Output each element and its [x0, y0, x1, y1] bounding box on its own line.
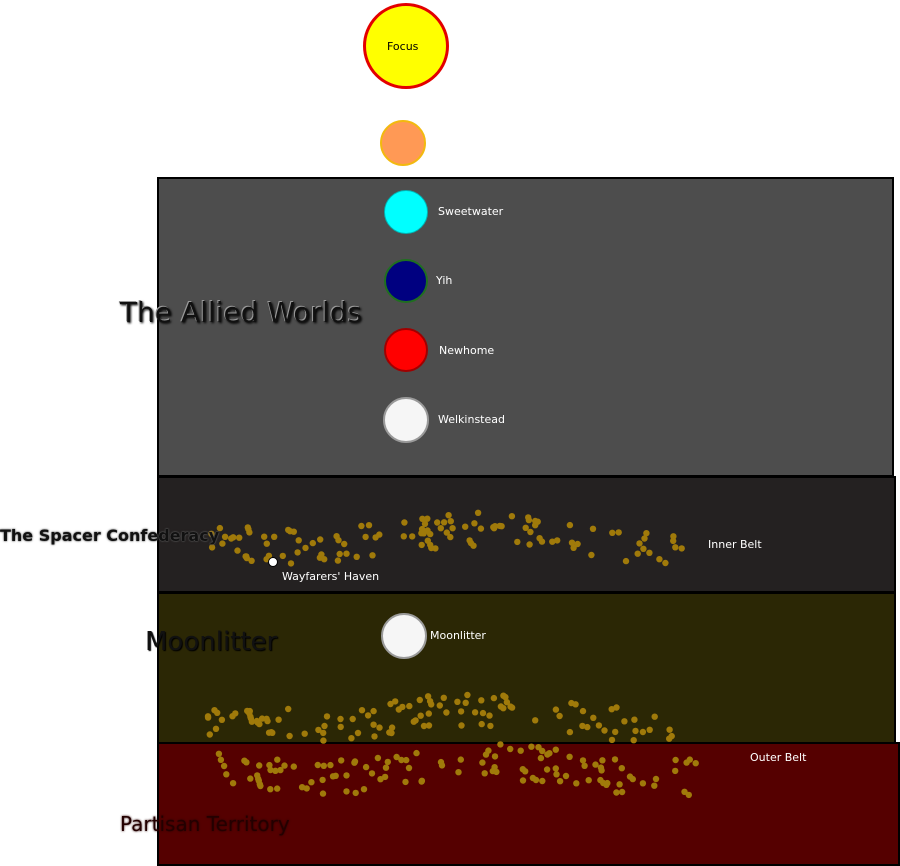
inner-belt-label: Inner Belt [708, 538, 762, 551]
focus-label: Focus [387, 40, 419, 53]
partisan-territory-region [157, 742, 900, 866]
welkinstead-label: Welkinstead [438, 413, 505, 426]
newhome-label: Newhome [439, 344, 495, 357]
spacer-confederacy-label: The Spacer Confederacy [0, 526, 220, 545]
allied-worlds-region [157, 177, 894, 477]
moonlitter-region-label: Moonlitter [145, 627, 278, 657]
yih-label: Yih [436, 274, 453, 287]
wayfarers-haven-label: Wayfarers' Haven [282, 570, 380, 583]
sweetwater-planet [384, 190, 428, 234]
welkinstead-planet [383, 397, 429, 443]
newhome-planet [384, 328, 428, 372]
yih-planet [384, 259, 428, 303]
allied-worlds-label: The Allied Worlds [120, 296, 363, 329]
outer-belt-label: Outer Belt [750, 751, 807, 764]
wayfarers-haven-station [268, 557, 278, 567]
moonlitter-region [157, 592, 896, 744]
spacer-confederacy-region [157, 476, 896, 593]
moonlitter-planet [381, 613, 427, 659]
focus-star [363, 3, 449, 89]
partisan-territory-label: Partisan Territory [120, 812, 290, 836]
sweetwater-label: Sweetwater [438, 205, 504, 218]
moonlitter-label: Moonlitter [430, 629, 486, 642]
inner-planet [380, 120, 426, 166]
